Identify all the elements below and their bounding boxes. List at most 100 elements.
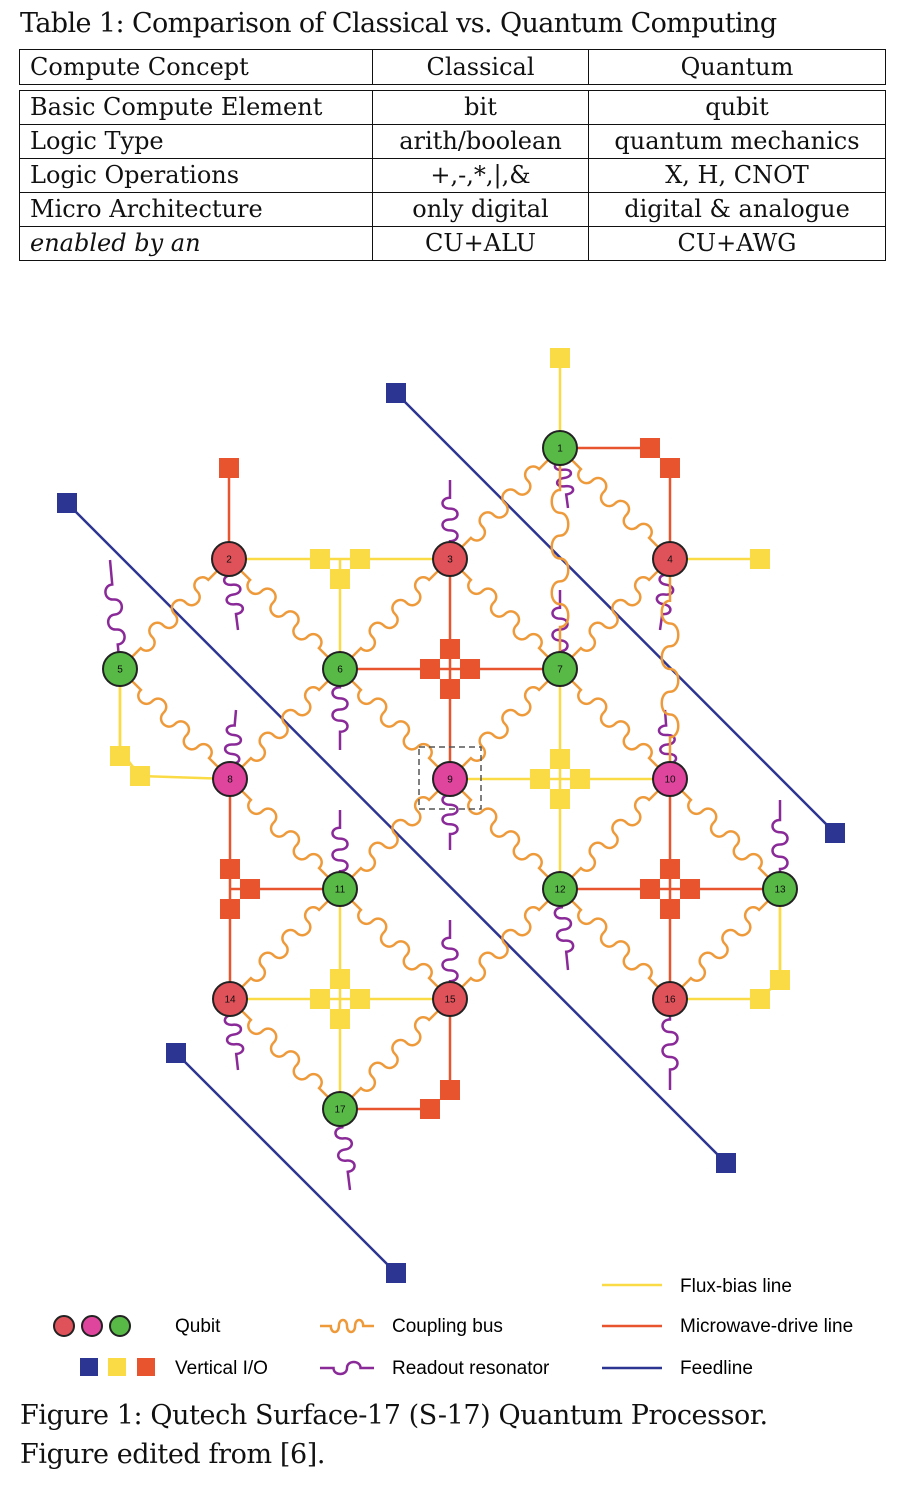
coupling-bus <box>229 668 341 780</box>
figure-caption-line-1: Figure 1: Qutech Surface-17 (S-17) Quant… <box>20 1400 768 1431</box>
legend-io-blue-icon <box>80 1358 98 1376</box>
qubit-5: 5 <box>102 651 138 687</box>
qubit-16: 16 <box>652 981 688 1017</box>
vertical-io-pad <box>350 549 370 569</box>
legend-flux-bias-label: Flux-bias line <box>680 1276 792 1297</box>
readout-resonator <box>331 669 349 750</box>
vertical-io-pad <box>570 769 590 789</box>
qubit-circle <box>102 651 138 687</box>
qubit-label: 9 <box>447 775 453 786</box>
readout-resonator <box>553 447 575 509</box>
table-cell: qubit <box>588 90 886 125</box>
readout-resonator <box>441 480 459 559</box>
qubit-circle <box>542 430 578 466</box>
coupling-bus <box>449 668 561 780</box>
legend-coupling-bus-label: Coupling bus <box>392 1316 503 1337</box>
vertical-io-pad <box>440 679 460 699</box>
vertical-io-pad <box>550 348 570 368</box>
legend-io-orange-icon <box>137 1358 155 1376</box>
coupling-bus <box>559 447 671 560</box>
vertical-io-pad <box>660 899 680 919</box>
qubit-label: 15 <box>444 995 456 1006</box>
readout-resonators <box>104 447 789 1191</box>
qubit-circle <box>212 761 248 797</box>
qubit-label: 17 <box>334 1105 346 1116</box>
readout-resonator <box>331 810 349 889</box>
qubit-label: 8 <box>227 775 233 786</box>
coupling-bus <box>339 778 451 890</box>
qubit-label: 16 <box>664 995 676 1006</box>
readout-resonator <box>661 999 679 1090</box>
qubit-circle <box>432 981 468 1017</box>
qubit-label: 13 <box>774 885 786 896</box>
qubit-4: 4 <box>652 541 688 577</box>
feedline <box>66 502 727 1164</box>
table-cell: arith/boolean <box>372 124 589 159</box>
coupling-bus <box>559 558 671 670</box>
qubit-14: 14 <box>212 981 248 1017</box>
legend-qubit-red-icon <box>53 1315 75 1337</box>
vertical-io-pad <box>640 879 660 899</box>
qubit-circle <box>432 541 468 577</box>
table-cell: CU+AWG <box>588 226 886 261</box>
vertical-io-pad <box>750 549 770 569</box>
table-cell: Basic Compute Element <box>19 90 373 125</box>
coupling-bus <box>229 888 341 1000</box>
qubit-circle <box>211 541 247 577</box>
vertical-io-pad <box>330 969 350 989</box>
coupling-bus <box>660 559 680 779</box>
readout-resonator <box>657 709 678 780</box>
qubit-12: 12 <box>542 871 578 907</box>
figure-caption-line-2: Figure edited from [6]. <box>20 1439 326 1470</box>
vertical-io-pads <box>57 348 845 1283</box>
legend-qubit-magenta-icon <box>81 1315 103 1337</box>
qubit-15: 15 <box>432 981 468 1017</box>
qubit-circle <box>762 871 798 907</box>
coupling-bus <box>339 558 451 670</box>
vertical-io-pad <box>310 989 330 1009</box>
qubit-circle <box>322 651 358 687</box>
table-row: Micro Architecture only digital digital … <box>19 192 886 227</box>
legend-qubit-label: Qubit <box>175 1316 221 1337</box>
vertical-io-pad <box>460 659 480 679</box>
coupling-bus <box>228 558 341 670</box>
vertical-io-pad <box>680 879 700 899</box>
vertical-io-pad <box>386 383 406 403</box>
legend-readout-label: Readout resonator <box>392 1358 550 1379</box>
coupling-bus <box>559 668 671 780</box>
vertical-io-pad <box>310 549 330 569</box>
vertical-io-pad <box>330 1009 350 1029</box>
table-caption: Table 1: Comparison of Classical vs. Qua… <box>20 8 777 39</box>
legend-microwave-label: Microwave-drive line <box>680 1316 853 1337</box>
coupling-buses <box>119 447 781 1110</box>
table-cell: Micro Architecture <box>19 192 373 227</box>
table-cell: only digital <box>372 192 589 227</box>
readout-resonator <box>441 779 459 850</box>
qubit-17: 17 <box>322 1091 358 1127</box>
qubit-circle <box>542 871 578 907</box>
qubit-2: 2 <box>211 541 247 577</box>
header-cell: Quantum <box>588 49 886 85</box>
readout-resonator <box>104 559 126 670</box>
qubit-circle <box>542 651 578 687</box>
vertical-io-pad <box>825 823 845 843</box>
vertical-io-pad <box>660 859 680 879</box>
header-cell: Classical <box>372 49 589 85</box>
readout-resonator <box>441 920 459 999</box>
qubit-label: 4 <box>667 555 673 566</box>
legend-coupling-bus-icon <box>320 1318 374 1334</box>
vertical-io-pad <box>420 1099 440 1119</box>
comparison-table: Compute Concept Classical Quantum Basic … <box>19 49 886 261</box>
coupling-bus <box>119 558 230 670</box>
vertical-io-pad <box>57 493 77 513</box>
qubit-label: 7 <box>557 665 563 676</box>
qubit-label: 12 <box>554 885 566 896</box>
table-row: Logic Type arith/boolean quantum mechani… <box>19 124 886 159</box>
table-cell: Logic Operations <box>19 158 373 193</box>
qubit-10: 10 <box>652 761 688 797</box>
readout-resonator <box>553 888 575 971</box>
table-header-row: Compute Concept Classical Quantum <box>19 49 886 85</box>
figure-caption: Figure 1: Qutech Surface-17 (S-17) Quant… <box>20 1396 890 1474</box>
